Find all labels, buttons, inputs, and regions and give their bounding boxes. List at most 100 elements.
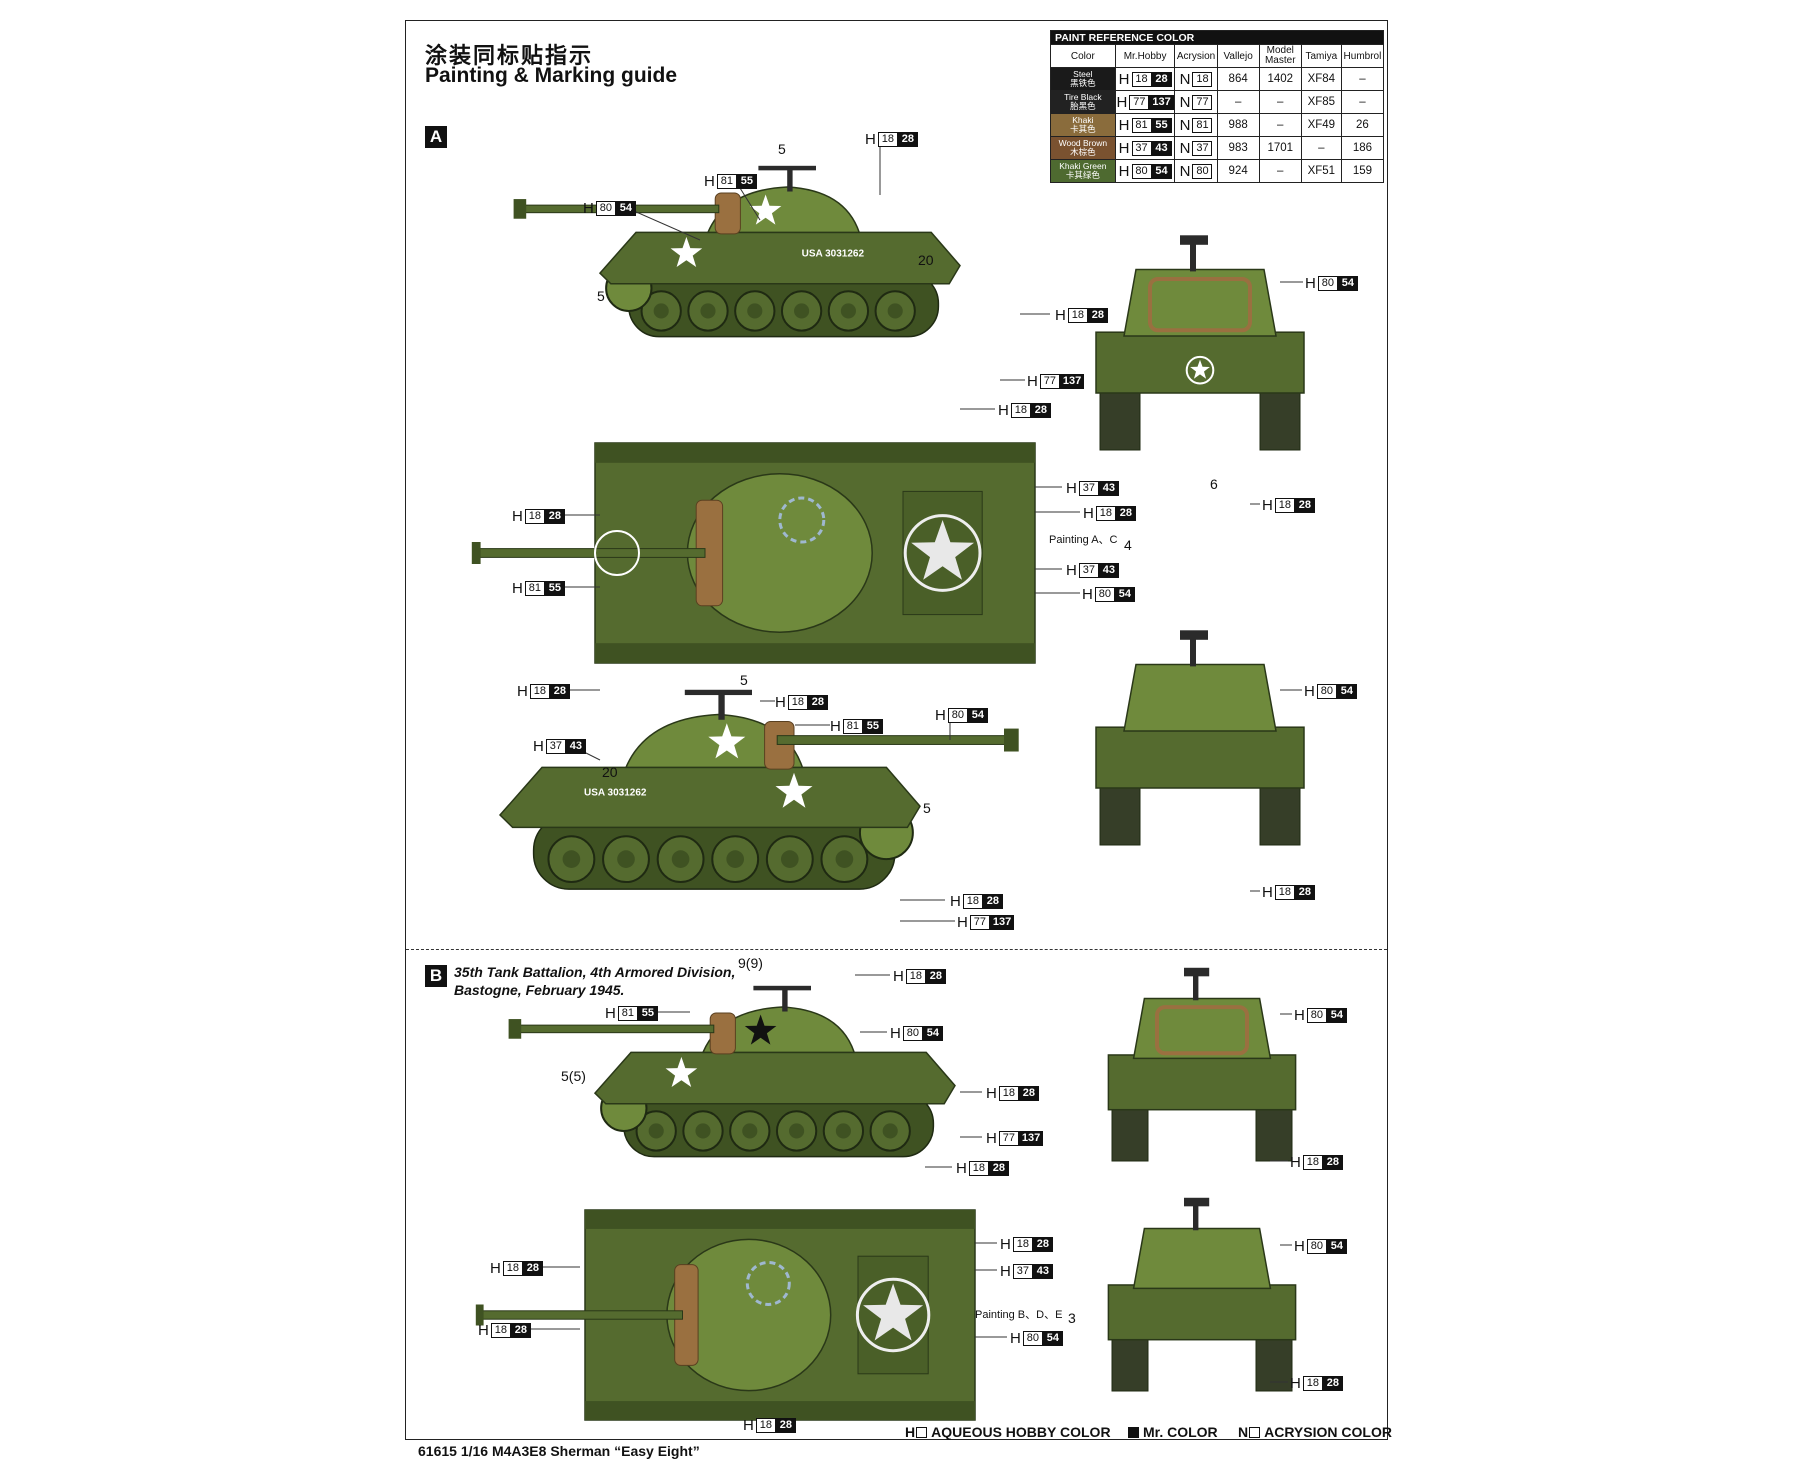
- col-humbrol: Humbrol: [1340, 44, 1385, 68]
- turret-face: [1123, 663, 1277, 732]
- color-name-en: Wood Brown: [1058, 138, 1108, 148]
- mg-mount: [1193, 1199, 1199, 1231]
- title-english: Painting & Marking guide: [425, 64, 678, 87]
- tank-side-view: USA 3031262: [498, 689, 1019, 890]
- decal-number: 5: [597, 288, 605, 304]
- decal-number: 9(9): [738, 955, 763, 971]
- mantlet-cover: [714, 192, 741, 235]
- machine-gun: [753, 985, 811, 991]
- mg-mount: [1190, 632, 1196, 667]
- color-name-en: Khaki Green: [1059, 161, 1107, 171]
- wheel-hub: [700, 303, 716, 319]
- hull: [498, 766, 921, 829]
- color-name-en: Steel: [1073, 69, 1093, 79]
- hull-front: [1095, 726, 1305, 789]
- wheel-hub: [695, 1123, 711, 1139]
- scheme-a-marker: A: [425, 126, 447, 148]
- machine-gun: [1180, 630, 1208, 640]
- col-mrhobby: Mr.Hobby: [1114, 44, 1176, 68]
- wheel-hub: [747, 303, 763, 319]
- legend-box-icon: [916, 1426, 928, 1438]
- wheel-hub: [562, 850, 581, 868]
- main-gun: [475, 548, 706, 558]
- glacis-star-ring: [1185, 355, 1215, 385]
- color-name-en: Tire Black: [1064, 92, 1102, 102]
- machine-gun: [1180, 235, 1208, 245]
- mg-mount: [787, 168, 793, 192]
- modelmaster-cell: 1701: [1258, 136, 1302, 160]
- decal-number: 5(5): [561, 1068, 586, 1084]
- front-star-ring: [594, 530, 640, 576]
- wheel-hub: [794, 303, 810, 319]
- tamiya-cell: XF84: [1300, 67, 1342, 91]
- turret-face: [1132, 1227, 1272, 1290]
- track-bottom: [585, 1401, 975, 1420]
- painting-ac-label: Painting A、C: [1049, 534, 1118, 546]
- humbrol-cell: 26: [1340, 113, 1385, 137]
- humbrol-cell: –: [1340, 90, 1385, 114]
- vallejo-cell: 864: [1216, 67, 1260, 91]
- modelmaster-cell: –: [1258, 159, 1302, 183]
- color-name-en: Khaki: [1072, 115, 1094, 125]
- wheel-hub: [780, 850, 799, 868]
- wheel-hub: [653, 303, 669, 319]
- legend-h-text: AQUEOUS HOBBY COLOR: [931, 1424, 1111, 1440]
- turret-star: [744, 1014, 777, 1045]
- modelmaster-cell: 1402: [1258, 67, 1302, 91]
- legend-mr-text: Mr. COLOR: [1143, 1424, 1218, 1440]
- wheel-hub: [789, 1123, 805, 1139]
- vallejo-cell: 988: [1216, 113, 1260, 137]
- painting-bde-label: Painting B、D、E: [975, 1309, 1063, 1321]
- tamiya-cell: XF51: [1300, 159, 1342, 183]
- deck-star: [911, 520, 974, 580]
- hull-star: [665, 1056, 698, 1087]
- commander-cupola: [745, 1261, 791, 1306]
- turret-face: [1132, 997, 1272, 1060]
- main-gun: [479, 1310, 684, 1320]
- paint-reference-table: PAINT REFERENCE COLOR Color Mr.Hobby Acr…: [1050, 30, 1385, 183]
- legend-n-text: ACRYSION COLOR: [1264, 1424, 1392, 1440]
- mantlet-cover: [1148, 277, 1252, 333]
- vallejo-cell: 924: [1216, 159, 1260, 183]
- deck-star: [863, 1283, 924, 1341]
- mantlet-cover: [764, 721, 795, 770]
- scheme-b-desc-line1: 35th Tank Battalion, 4th Armored Divisio…: [454, 964, 736, 980]
- track-top: [585, 1210, 975, 1229]
- title-chinese: 涂装同标贴指示: [425, 44, 594, 69]
- hull-number: USA 3031262: [802, 249, 865, 260]
- humbrol-cell: 159: [1340, 159, 1385, 183]
- tank-top-view: [475, 1209, 976, 1421]
- tank-rear-view: [1107, 1197, 1297, 1392]
- modelmaster-cell: –: [1258, 113, 1302, 137]
- commander-cupola: [778, 496, 826, 544]
